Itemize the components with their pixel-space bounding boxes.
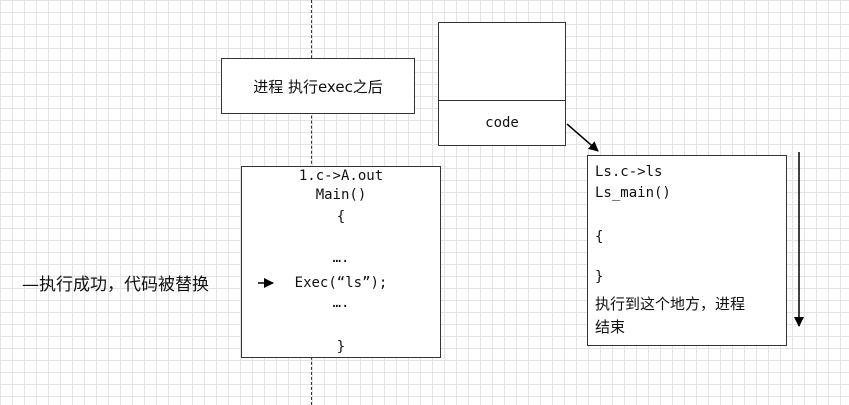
source-line-7: }: [336, 339, 346, 355]
target-program-box: Ls.c->ls Ls_main() { } 执行到这个地方，进程 结束: [587, 155, 787, 346]
source-line-4: ….: [332, 250, 350, 266]
process-box-label: 进程 执行exec之后: [253, 77, 383, 96]
memory-box-divider: [439, 100, 565, 101]
code-segment-label: code: [485, 115, 519, 131]
memory-box: code: [438, 22, 566, 146]
source-line-2: Main(): [315, 187, 367, 203]
source-line-6: ….: [332, 295, 350, 311]
process-box: 进程 执行exec之后: [221, 58, 415, 114]
target-line-3: {: [595, 229, 604, 245]
source-line-5: Exec(“ls”);: [294, 275, 388, 291]
source-line-3: {: [336, 209, 346, 225]
target-line-2: Ls_main(): [595, 185, 671, 201]
target-line-1: Ls.c->ls: [595, 164, 663, 180]
source-program-box: 1.c->A.out Main() { …. Exec(“ls”); …. }: [241, 166, 441, 358]
code-to-target-arrow: [566, 123, 599, 152]
target-line-5: 执行到这个地方，进程: [595, 295, 746, 313]
source-line-1: 1.c->A.out: [298, 168, 384, 184]
target-line-6: 结束: [595, 318, 626, 336]
replacement-note-label: —执行成功，代码被替换: [22, 275, 209, 295]
target-line-4: }: [595, 269, 604, 285]
